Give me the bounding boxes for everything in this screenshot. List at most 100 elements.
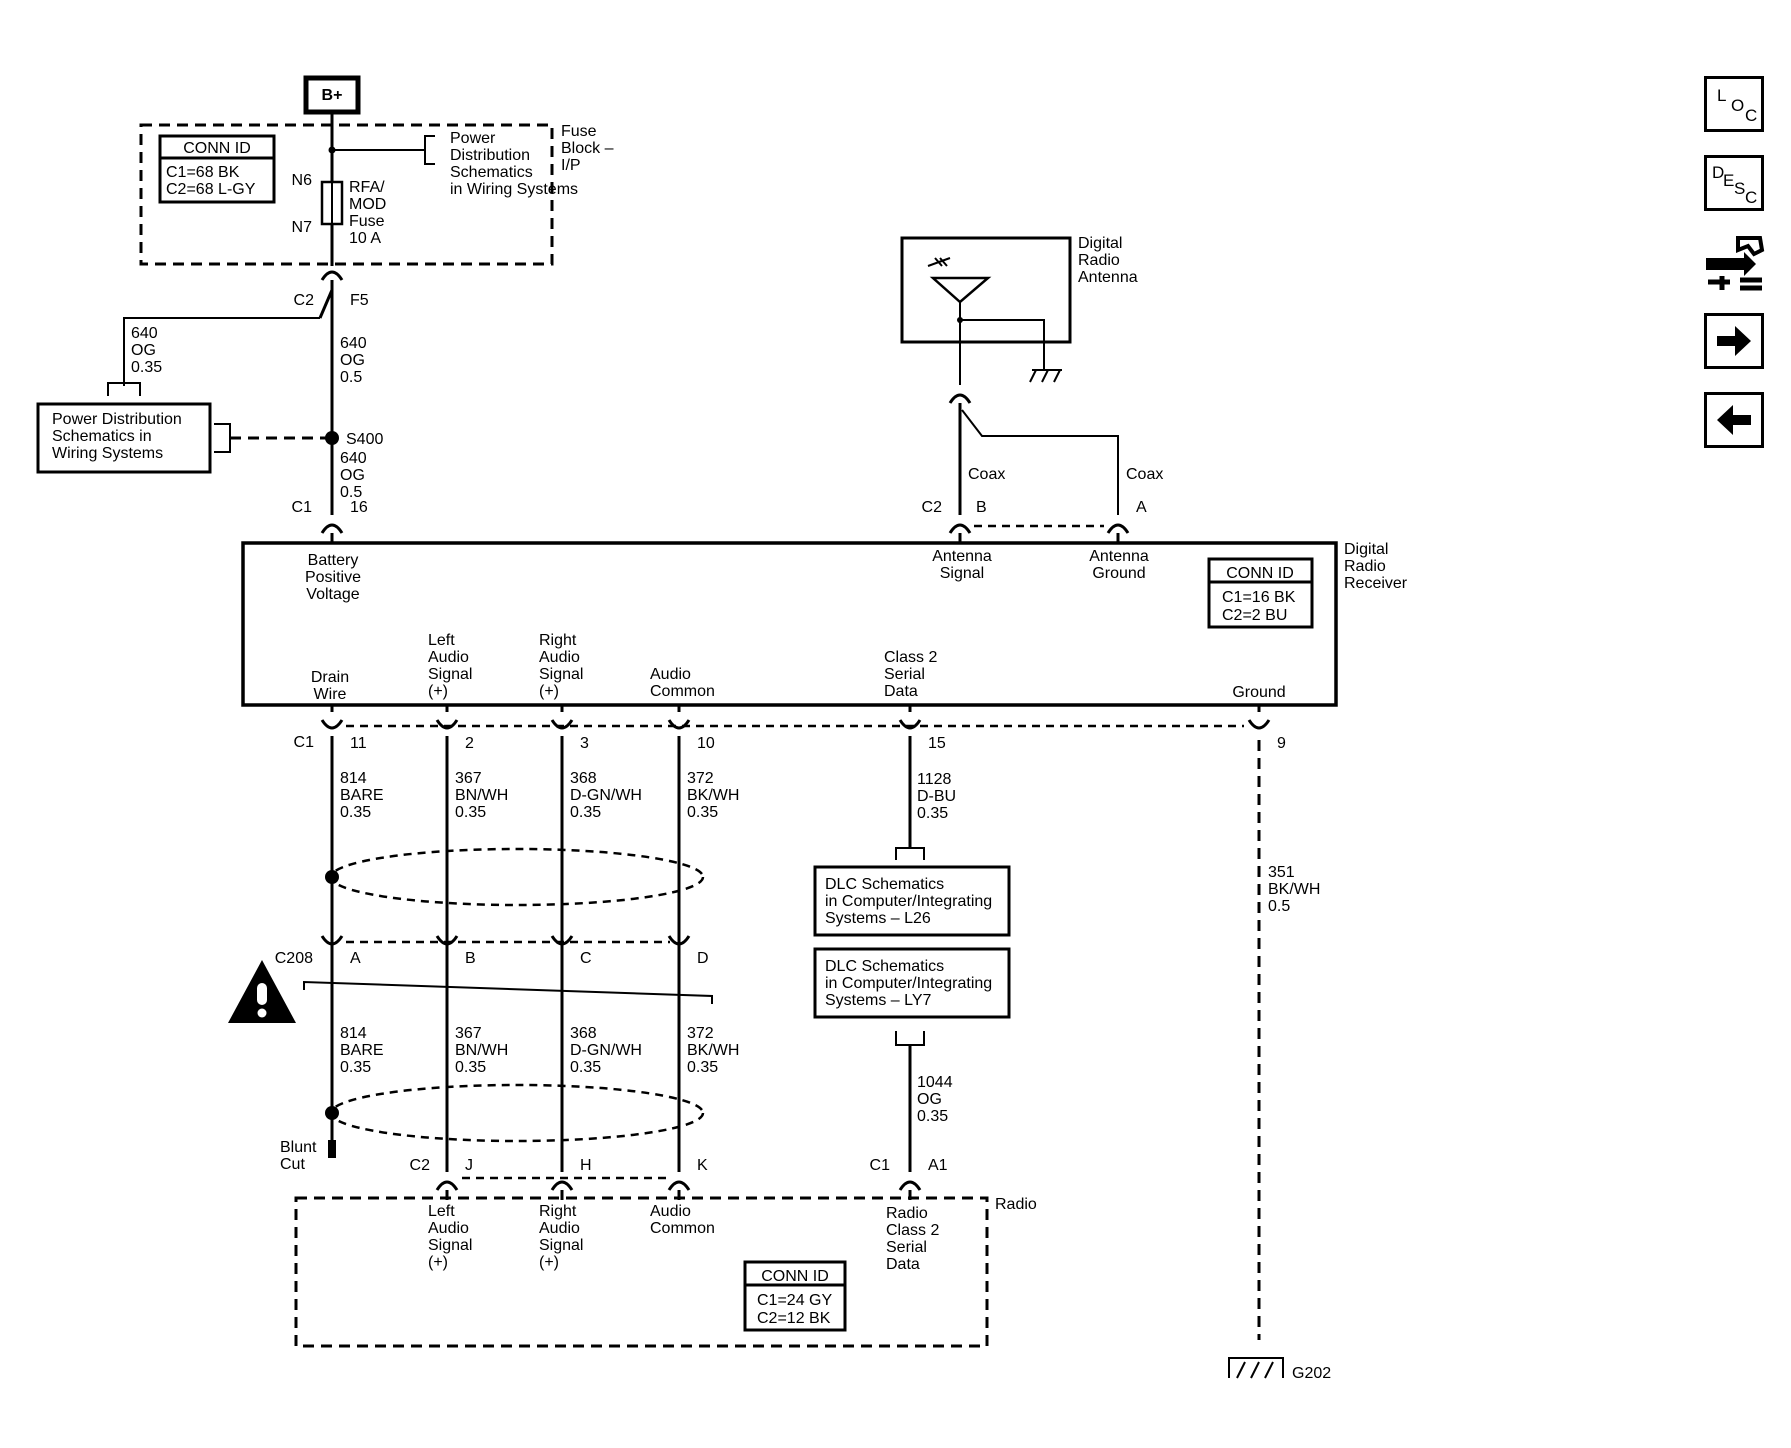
pin-f5: F5: [350, 292, 369, 309]
splice-label: S400: [346, 431, 383, 448]
terminal-ground: Ground: [1232, 684, 1285, 701]
drain-splice-lower: [325, 1106, 339, 1120]
antenna-box: [900, 236, 1072, 344]
radio-pin-label: H: [580, 1157, 592, 1174]
radio-pin-label: J: [465, 1157, 473, 1174]
antenna-icon: [927, 257, 1062, 385]
loc-button[interactable]: L O C: [1704, 76, 1764, 132]
receiver-pin-10: [667, 706, 691, 730]
desc-letter-e: E: [1723, 171, 1735, 190]
conn-c2-radio: C2: [410, 1157, 431, 1174]
svg-text:C1=24 GY: C1=24 GY: [757, 1292, 832, 1309]
svg-text:CONN ID: CONN ID: [761, 1268, 829, 1285]
pin-16: 16: [350, 499, 368, 516]
fuse-conn-id: CONN ID C1=68 BK C2=68 L-GY: [158, 134, 276, 204]
pin-a: A: [1136, 499, 1147, 516]
shield-upper: [329, 847, 705, 907]
desc-letter-c: C: [1745, 188, 1758, 207]
desc-letter-d: D: [1712, 163, 1725, 182]
svg-text:CONN ID: CONN ID: [1226, 565, 1294, 582]
receiver-pin-11: [320, 706, 344, 730]
next-button[interactable]: [1704, 313, 1764, 369]
receiver-pin-9: [1247, 706, 1271, 730]
receiver-pin-3: [550, 706, 574, 730]
pin-number-label: 2: [465, 735, 474, 752]
diagnostic-tool-icon[interactable]: [1700, 232, 1768, 296]
c208-pin-label: B: [465, 950, 476, 967]
receiver-pin-2: [435, 706, 459, 730]
conn-c1-bottom: C1: [294, 734, 315, 751]
c208-label: C208: [275, 950, 313, 967]
warning-icon: [228, 960, 296, 1023]
arrow-left-icon: [1717, 405, 1751, 435]
svg-text:C2=2 BU: C2=2 BU: [1222, 607, 1287, 624]
radio-conn-id: CONN ID C1=24 GY C2=12 BK: [743, 1260, 847, 1332]
svg-text:C1=16 BK: C1=16 BK: [1222, 589, 1296, 606]
branch-ref-box: [36, 402, 212, 474]
receiver-conn-id: CONN ID C1=16 BK C2=2 BU: [1207, 557, 1314, 629]
svg-text:C2=12 BK: C2=12 BK: [757, 1310, 831, 1327]
pin-n7: N7: [292, 219, 313, 236]
receiver-box: [241, 541, 1338, 707]
pin-number-label: 15: [928, 735, 946, 752]
svg-text:B+: B+: [322, 87, 343, 104]
splice-s400: [325, 431, 339, 445]
pin-number-label: 10: [697, 735, 715, 752]
conn-c2-label: C2: [294, 292, 315, 309]
receiver-pin-15: [898, 706, 922, 730]
pin-a1: A1: [928, 1157, 948, 1174]
svg-text:CONN ID: CONN ID: [183, 140, 251, 157]
c208-pin-B: [435, 935, 459, 946]
loc-letter-c: C: [1745, 106, 1758, 125]
pin-number-label: 11: [350, 735, 367, 752]
loc-letter-o: O: [1731, 96, 1745, 115]
drain-splice-upper: [325, 870, 339, 884]
arrow-right-icon: [1717, 326, 1751, 356]
prev-button[interactable]: [1704, 392, 1764, 448]
radio-label: Radio: [995, 1196, 1037, 1213]
conn-c1-radio: C1: [870, 1157, 891, 1174]
c208-pin-C: [550, 935, 574, 946]
conn-c2-antenna: C2: [922, 499, 943, 516]
desc-button[interactable]: D E S C: [1704, 155, 1764, 211]
c208-pin-label: D: [697, 950, 709, 967]
c208-pin-D: [667, 935, 691, 946]
coax-a-label: Coax: [1126, 466, 1163, 483]
dlc-ly7-box: [813, 947, 1011, 1019]
radio-outline: [294, 1196, 989, 1348]
loc-letter-l: L: [1717, 86, 1727, 105]
pin-n6: N6: [292, 172, 313, 189]
svg-text:C1=68 BK: C1=68 BK: [166, 164, 240, 181]
coax-b-label: Coax: [968, 466, 1005, 483]
